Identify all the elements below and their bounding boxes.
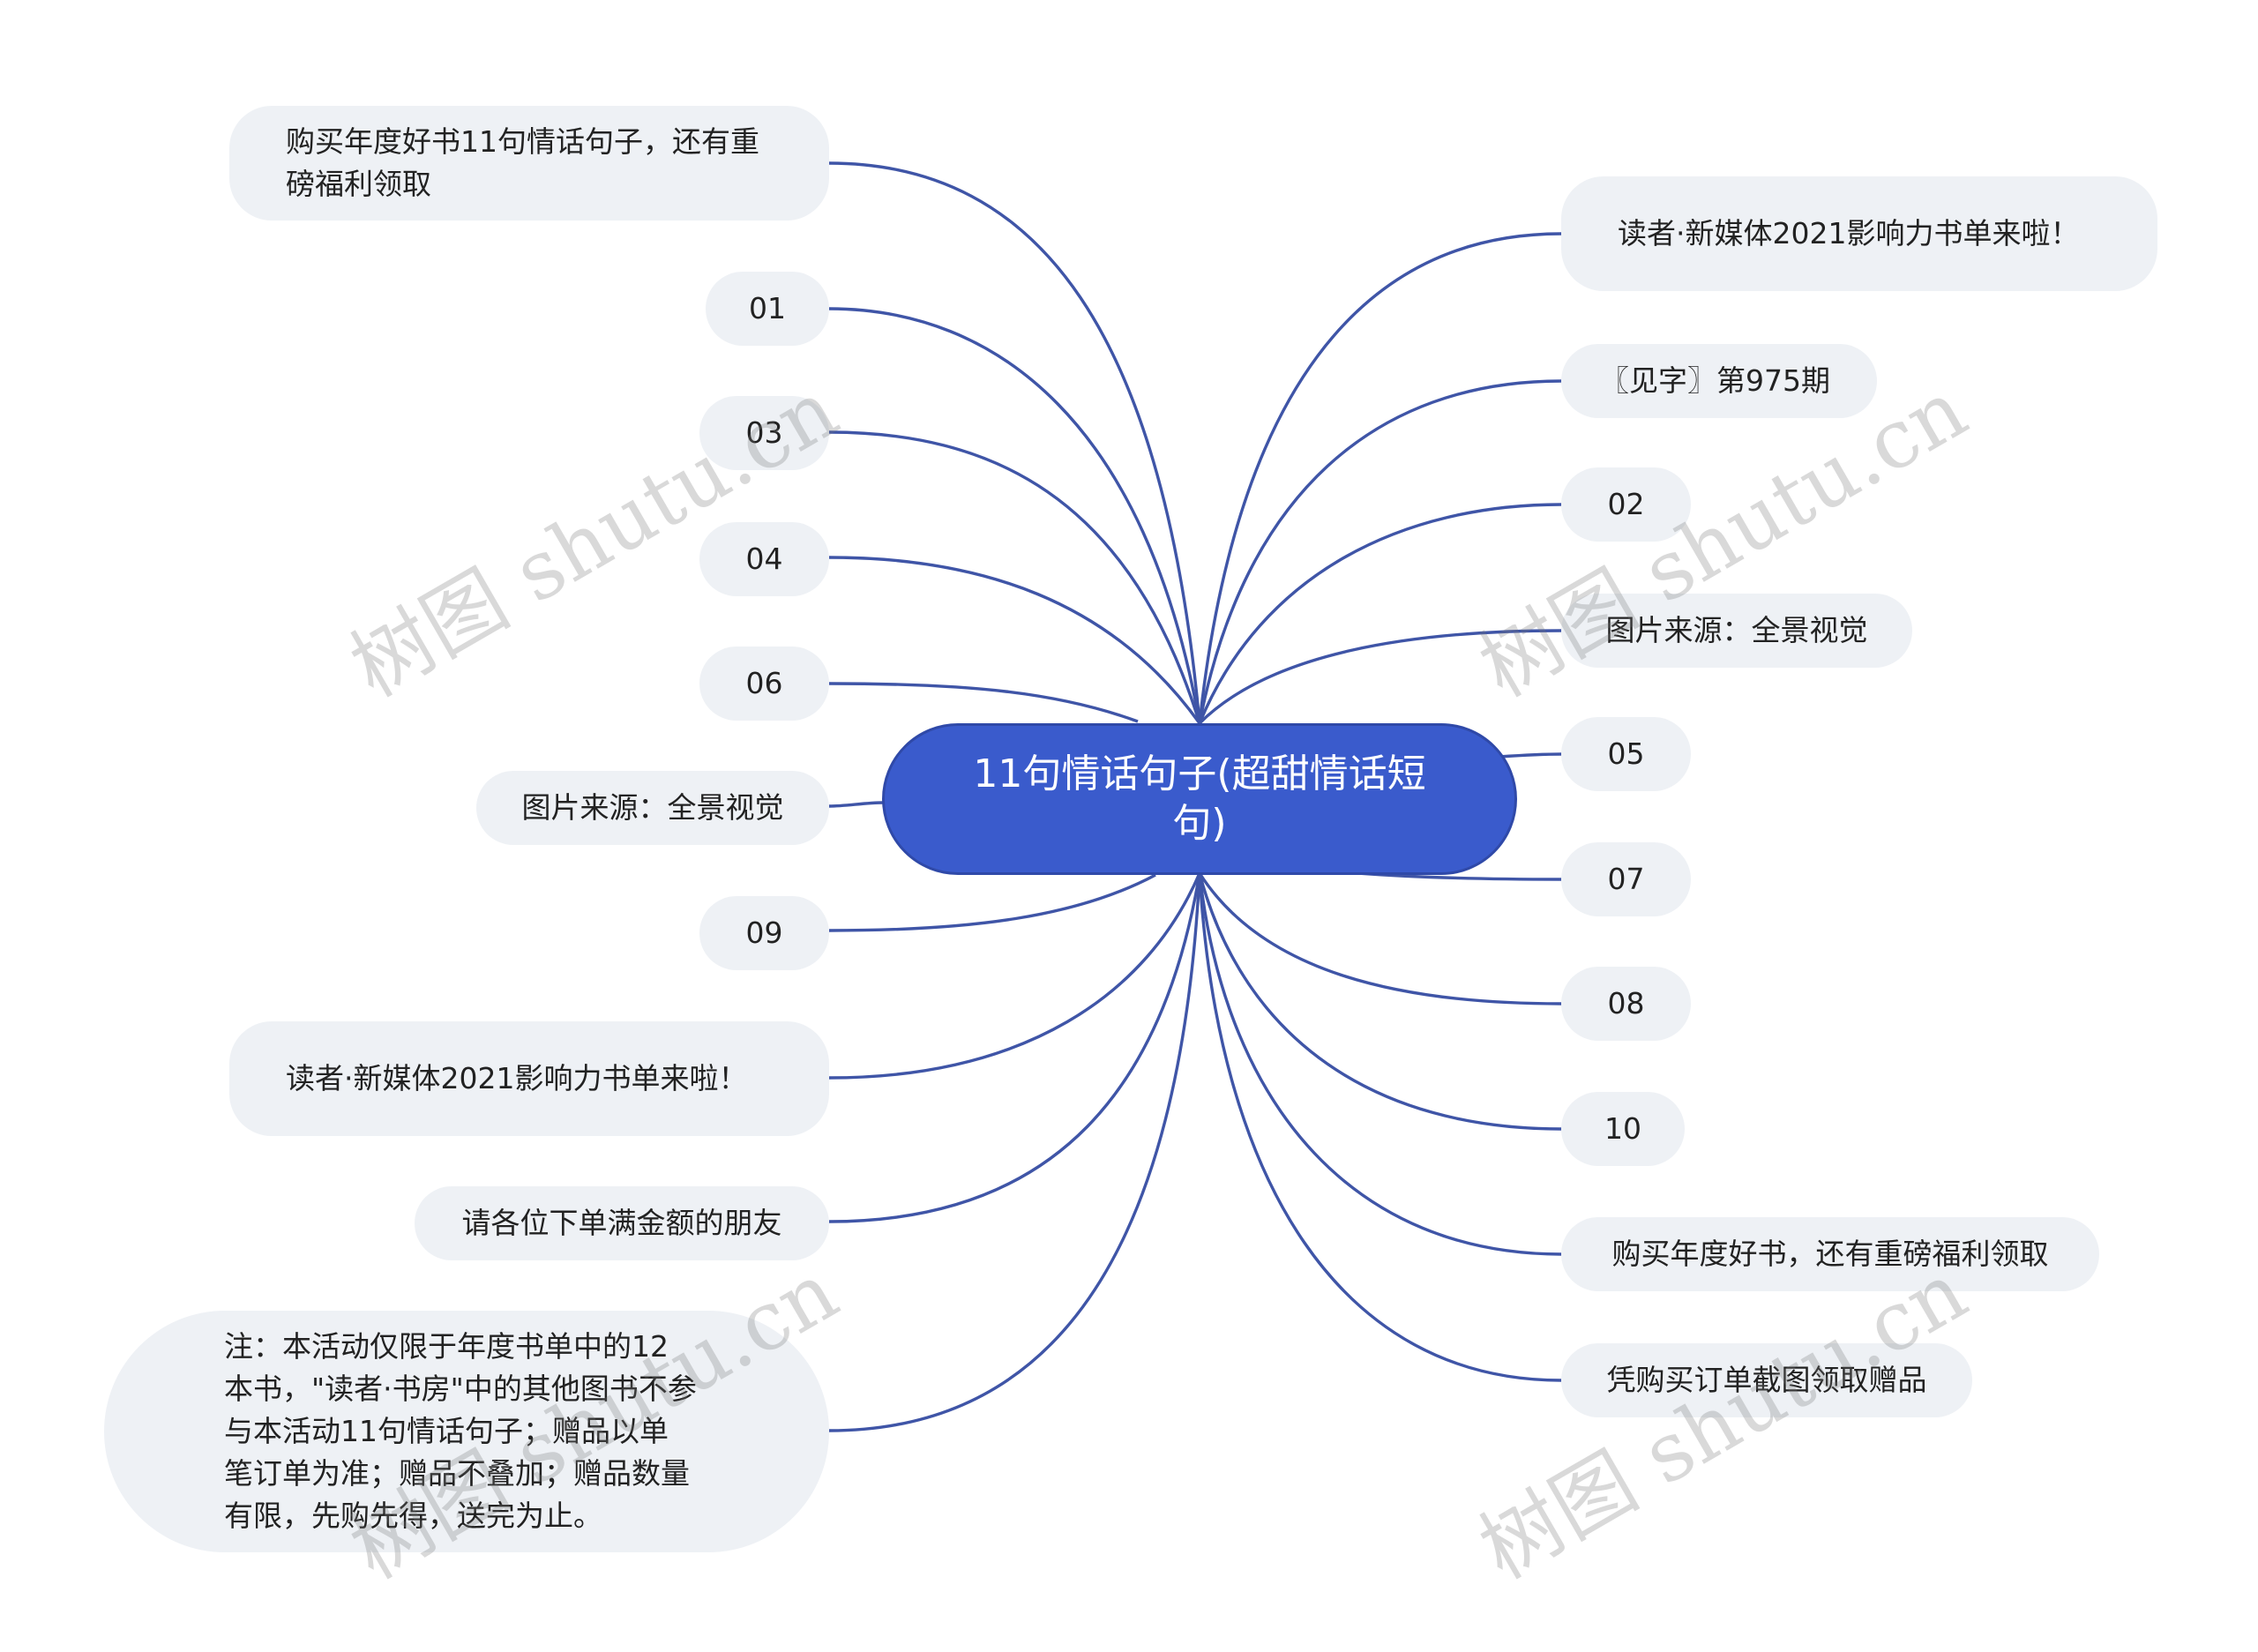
- right-node-7[interactable]: 10: [1561, 1092, 1685, 1166]
- left-node-7-label: 读者·新媒体2021影响力书单来啦！: [286, 1061, 748, 1095]
- link-left-9: [828, 872, 1201, 1432]
- link-left-5: [828, 801, 885, 808]
- left-node-1[interactable]: 01: [706, 272, 829, 346]
- left-node-4[interactable]: 06: [699, 647, 829, 721]
- left-node-9[interactable]: 注：本活动仅限于年度书单中的12本书，"读者·书房"中的其他图书不参与本活动11…: [104, 1311, 829, 1552]
- link-right-4: [1499, 752, 1562, 759]
- link-right-1: [1198, 379, 1562, 724]
- right-node-6[interactable]: 08: [1561, 967, 1691, 1041]
- link-left-0: [828, 161, 1201, 724]
- link-right-7: [1198, 872, 1562, 1131]
- link-left-1: [828, 307, 1201, 724]
- left-node-0[interactable]: 购买年度好书11句情话句子，还有重磅福利领取: [229, 106, 829, 221]
- left-node-8[interactable]: 请各位下单满金额的朋友: [415, 1186, 829, 1260]
- link-left-3: [828, 556, 1201, 724]
- link-left-7: [828, 872, 1201, 1080]
- link-left-4: [828, 682, 1139, 723]
- left-node-2[interactable]: 03: [699, 396, 829, 470]
- link-right-0: [1198, 232, 1562, 724]
- left-node-3-label: 04: [745, 542, 783, 576]
- right-node-1-label: 〖见字〗第975期: [1600, 363, 1830, 398]
- right-node-3[interactable]: 图片来源：全景视觉: [1561, 594, 1912, 668]
- right-node-4-label: 05: [1607, 736, 1645, 771]
- right-node-1[interactable]: 〖见字〗第975期: [1561, 344, 1877, 418]
- left-node-2-label: 03: [745, 415, 783, 450]
- right-node-9-label: 凭购买订单截图领取赠品: [1606, 1363, 1927, 1397]
- link-right-9: [1198, 872, 1562, 1382]
- left-node-6[interactable]: 09: [699, 896, 829, 970]
- left-node-9-label: 注：本活动仅限于年度书单中的12本书，"读者·书房"中的其他图书不参与本活动11…: [224, 1329, 697, 1533]
- right-node-4[interactable]: 05: [1561, 717, 1691, 791]
- right-node-6-label: 08: [1607, 986, 1645, 1020]
- left-node-8-label: 请各位下单满金额的朋友: [461, 1206, 782, 1240]
- right-node-2-label: 02: [1607, 487, 1645, 521]
- link-left-2: [828, 430, 1201, 724]
- right-node-8[interactable]: 购买年度好书，还有重磅福利领取: [1561, 1217, 2099, 1291]
- link-right-3: [1198, 629, 1562, 725]
- link-right-2: [1198, 503, 1562, 724]
- right-node-0-label: 读者·新媒体2021影响力书单来啦！: [1618, 216, 2080, 250]
- right-node-8-label: 购买年度好书，还有重磅福利领取: [1611, 1237, 2049, 1271]
- right-node-9[interactable]: 凭购买订单截图领取赠品: [1561, 1343, 1972, 1417]
- left-node-3[interactable]: 04: [699, 522, 829, 596]
- right-node-3-label: 图片来源：全景视觉: [1605, 613, 1868, 647]
- right-node-0[interactable]: 读者·新媒体2021影响力书单来啦！: [1561, 176, 2157, 291]
- right-node-7-label: 10: [1604, 1111, 1641, 1146]
- link-left-6: [828, 873, 1156, 932]
- central-topic[interactable]: 11句情话句子(超甜情话短句): [882, 723, 1517, 875]
- left-node-7[interactable]: 读者·新媒体2021影响力书单来啦！: [229, 1021, 829, 1136]
- link-left-8: [828, 872, 1201, 1223]
- right-node-5[interactable]: 07: [1561, 842, 1691, 916]
- left-node-5-label: 图片来源：全景视觉: [521, 790, 784, 825]
- left-node-0-label: 购买年度好书11句情话句子，还有重磅福利领取: [286, 124, 759, 201]
- central-topic-label: 11句情话句子(超甜情话短句): [973, 751, 1426, 846]
- left-node-1-label: 01: [749, 291, 786, 325]
- right-node-2[interactable]: 02: [1561, 467, 1691, 542]
- left-node-4-label: 06: [745, 666, 783, 700]
- link-right-8: [1198, 872, 1562, 1256]
- link-right-6: [1198, 872, 1562, 1005]
- left-node-6-label: 09: [745, 916, 783, 950]
- right-node-5-label: 07: [1607, 862, 1645, 896]
- link-right-5: [1357, 871, 1562, 881]
- left-node-5[interactable]: 图片来源：全景视觉: [476, 771, 829, 845]
